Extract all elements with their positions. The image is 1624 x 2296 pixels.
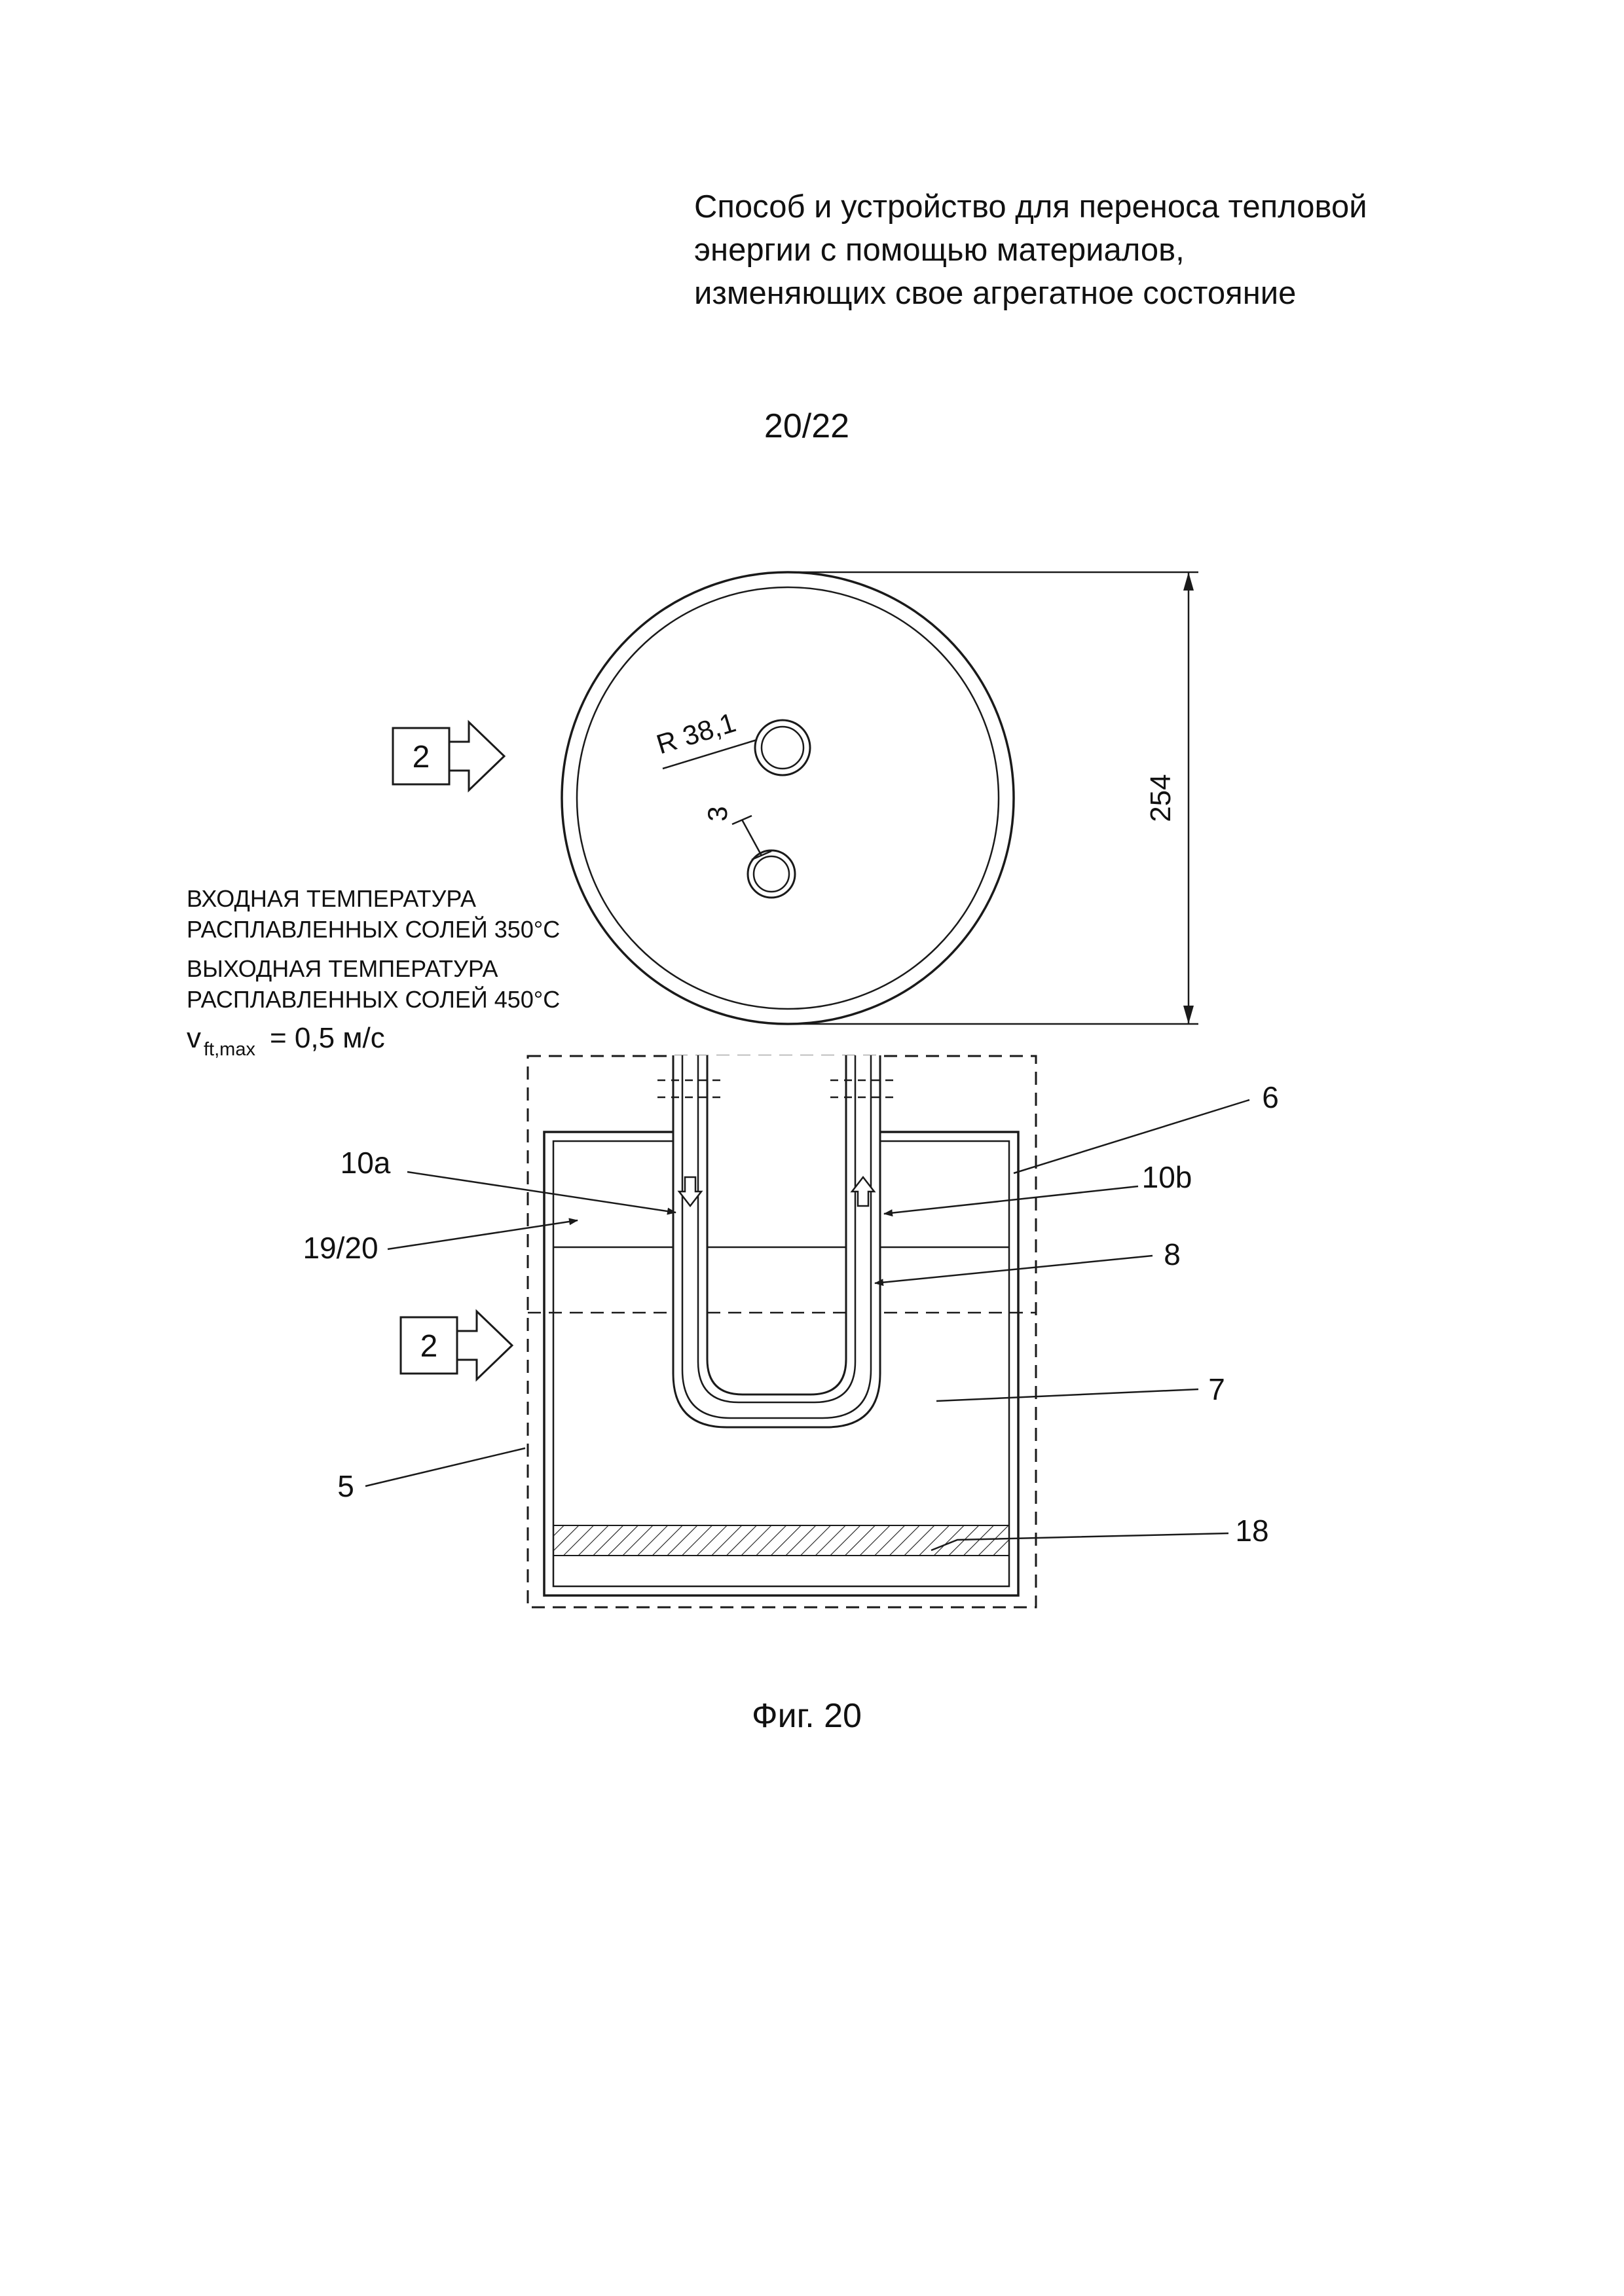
dimension-arrow-bottom (1183, 1006, 1194, 1024)
velocity-value: = 0,5 м/с (270, 1022, 385, 1054)
figure-caption: Фиг. 20 (752, 1697, 862, 1735)
leader-10b (883, 1185, 1139, 1217)
inlet-temp-line-2: РАСПЛАВЛЕННЫХ СОЛЕЙ 350°С (187, 915, 560, 943)
section-arrow-bottom: 2 (399, 1309, 514, 1382)
dimension-arrow-top (1183, 572, 1194, 591)
velocity-subscript: ft,max (204, 1039, 255, 1060)
u-tube (657, 1055, 896, 1429)
sheet-number: 20/22 (764, 407, 849, 445)
ref-label-6: 6 (1262, 1080, 1279, 1114)
leader-18 (931, 1532, 1229, 1552)
section-arrow-bottom-label: 2 (420, 1329, 438, 1364)
top-view: R 38,1 3 254 2 (392, 571, 1198, 1025)
u-tube-bore-inner-outline (697, 1055, 857, 1404)
patent-title-line-2: энергии с помощью материалов, (694, 232, 1185, 268)
section-arrow-bottom-box (399, 1316, 458, 1375)
flow-down-arrow-icon (677, 1176, 703, 1208)
leader-5 (365, 1447, 526, 1487)
patent-title: Способ и устройство для переноса теплово… (694, 189, 1367, 311)
ref-label-5: 5 (337, 1469, 354, 1503)
tube-label-leader (741, 819, 763, 856)
velocity-variable: v (187, 1022, 201, 1054)
section-arrow-top-box (392, 727, 451, 786)
ref-label-10b: 10b (1142, 1160, 1192, 1194)
section-view: 10a 6 10b 19/20 8 7 5 18 2 (303, 1055, 1279, 1609)
outlet-temp-line-2: РАСПЛАВЛЕННЫХ СОЛЕЙ 450°С (187, 985, 560, 1013)
u-tube-silhouette (673, 1055, 880, 1427)
leader-6 (1013, 1099, 1250, 1175)
velocity-note: v ft,max = 0,5 м/с (187, 1022, 385, 1060)
height-dimension: 254 (798, 571, 1198, 1025)
ref-label-7: 7 (1208, 1372, 1225, 1406)
patent-title-line-1: Способ и устройство для переноса теплово… (694, 189, 1367, 225)
leader-8 (874, 1254, 1153, 1286)
ref-label-19-20: 19/20 (303, 1231, 378, 1265)
section-arrow-top-shape (448, 720, 506, 793)
section-arrow-bottom-shape (456, 1309, 514, 1382)
dimension-value: 254 (1145, 774, 1177, 822)
outlet-temp-line-1: ВЫХОДНАЯ ТЕМПЕРАТУРА (187, 955, 498, 982)
tube-label: 3 (702, 806, 733, 821)
bottom-hatched-layer (553, 1525, 1010, 1556)
inlet-temp-line-1: ВХОДНАЯ ТЕМПЕРАТУРА (187, 885, 476, 912)
ref-label-10a: 10a (341, 1146, 391, 1180)
tube-a-inner-circle (760, 725, 805, 770)
tube-label-tick-bottom (751, 850, 772, 861)
u-tube-outer-outline (672, 1055, 881, 1429)
leader-10a (407, 1171, 676, 1215)
radius-leader-line (662, 738, 758, 770)
temperature-notes: ВХОДНАЯ ТЕМПЕРАТУРА РАСПЛАВЛЕННЫХ СОЛЕЙ … (187, 885, 560, 1060)
leader-19-20 (387, 1218, 578, 1250)
tube-label-tick-top (731, 814, 752, 826)
u-tube-bore-outer-outline (681, 1055, 872, 1419)
flow-up-arrow-icon (850, 1175, 876, 1207)
section-arrow-top: 2 (392, 720, 506, 793)
tube-b-inner-circle (752, 855, 790, 893)
section-arrow-top-label: 2 (413, 740, 430, 774)
ref-label-8: 8 (1164, 1237, 1181, 1271)
u-tube-inner-outline (706, 1055, 847, 1396)
vessel-inner-circle (576, 586, 1000, 1010)
leader-7 (936, 1388, 1199, 1402)
ref-label-18: 18 (1235, 1514, 1268, 1548)
patent-title-line-3: изменяющих свое агрегатное состояние (694, 276, 1296, 311)
